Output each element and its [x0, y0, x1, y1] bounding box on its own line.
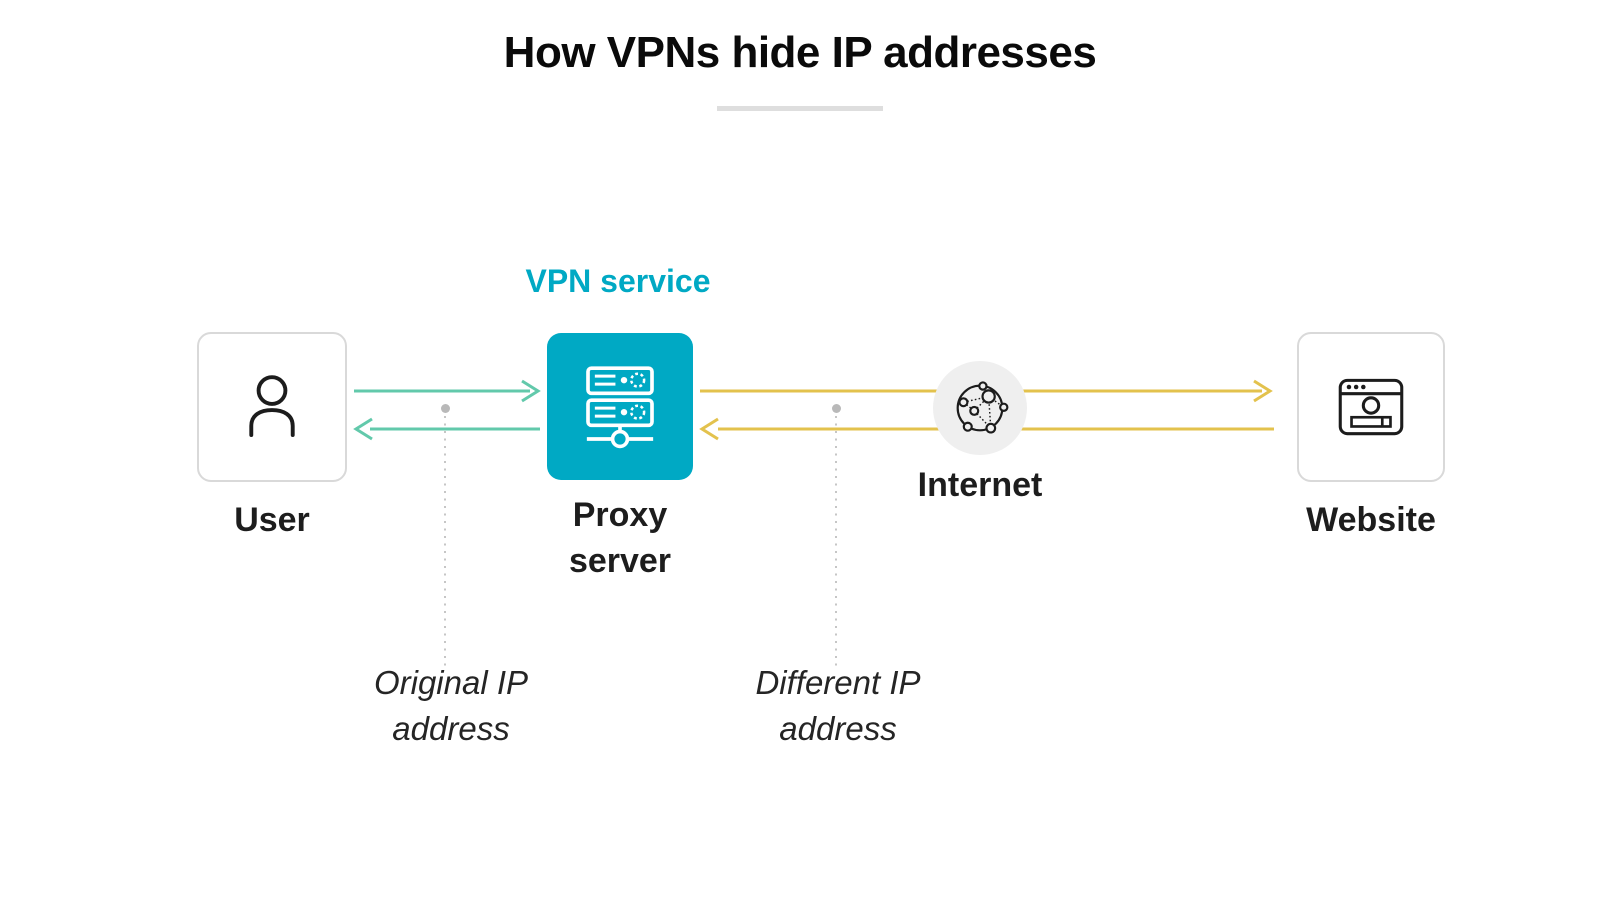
different-ip-dotted-line — [835, 416, 837, 667]
network-globe-icon — [956, 381, 1009, 434]
vpn-service-label: VPN service — [525, 263, 711, 299]
proxy-server-label: Proxy server — [568, 496, 672, 580]
user-node — [197, 332, 347, 482]
arrow-user-to-proxy — [354, 379, 541, 403]
user-label: User — [234, 501, 310, 539]
different-ip-marker-dot — [832, 404, 841, 413]
title-divider — [717, 106, 883, 111]
server-icon — [586, 365, 654, 448]
internet-node — [933, 361, 1027, 455]
original-ip-marker-dot — [441, 404, 450, 413]
person-icon — [249, 375, 295, 437]
website-label: Website — [1306, 501, 1436, 539]
internet-label: Internet — [917, 466, 1043, 504]
arrow-proxy-to-user — [353, 417, 540, 441]
original-ip-annotation: Original IP address — [373, 664, 529, 747]
browser-window-icon — [1338, 378, 1404, 436]
proxy-server-node — [547, 333, 693, 480]
website-node — [1297, 332, 1445, 482]
different-ip-annotation: Different IP address — [755, 664, 921, 747]
original-ip-dotted-line — [444, 416, 446, 667]
page-title: How VPNs hide IP addresses — [503, 28, 1097, 77]
